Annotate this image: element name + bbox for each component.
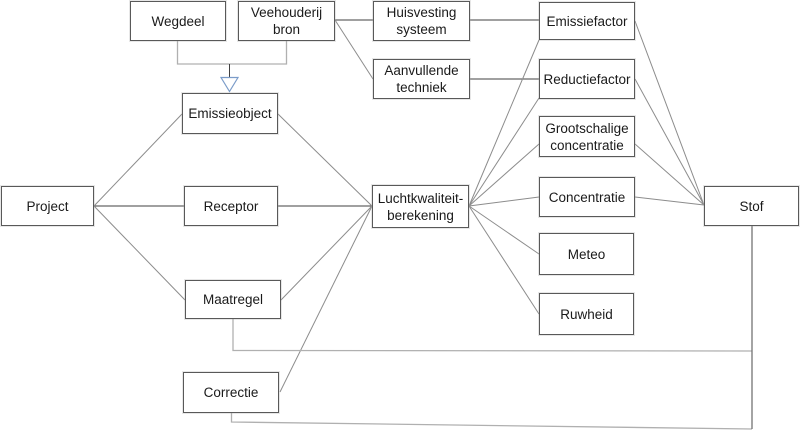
node-emissieobject: Emissieobject [182,93,278,134]
node-project: Project [1,186,94,226]
node-stof: Stof [704,186,799,226]
node-reductiefactor-label: Reductiefactor [543,71,631,87]
edge-emissiefactor-stof [634,20,705,206]
edge-luchtkwaliteit-ruwheid [468,205,540,315]
node-aanvullende-techniek-label: Aanvullende techniek [384,63,459,95]
node-grootschalige-concentratie: Grootschalige concentratie [539,116,635,157]
node-project-label: Project [26,198,69,214]
node-grootschalige-concentratie-label: Grootschalige concentratie [545,120,629,153]
edge-maatregel-stof-connector [232,319,753,352]
edge-luchtkwaliteit-emissiefactor [468,39,540,207]
node-wegdeel-label: Wegdeel [151,13,205,29]
node-ruwheid: Ruwheid [539,293,634,335]
edge-veehouderij-aanvullende [334,19,374,80]
node-meteo-label: Meteo [567,246,606,262]
node-receptor: Receptor [184,186,278,226]
edge-reductiefactor-stof [634,78,705,206]
node-emissiefactor-label: Emissiefactor [546,13,628,29]
edge-project-maatregel [93,205,186,301]
edge-correctie-luchtkwaliteit [279,205,373,393]
edge-wegdeel-veehouderij-bracket [176,41,288,65]
node-emissieobject-label: Emissieobject [188,106,272,121]
node-correctie: Correctie [183,372,279,413]
edge-luchtkwaliteit-grootschalige [468,143,540,207]
edge-grootschalige-stof [634,143,705,206]
edge-project-emissieobject [93,113,183,207]
generalization-triangle-icon [219,76,240,93]
node-ruwheid-label: Ruwheid [560,306,613,322]
node-meteo: Meteo [539,233,634,275]
edge-luchtkwaliteit-reductiefactor [468,97,540,207]
node-maatregel-label: Maatregel [202,292,264,307]
node-receptor-label: Receptor [203,198,259,214]
edge-maatregel-luchtkwaliteit [280,205,373,301]
node-wegdeel: Wegdeel [130,1,226,41]
node-emissiefactor: Emissiefactor [539,2,635,40]
node-huisvesting-systeem-label: Huisvesting systeem [386,5,457,37]
node-correctie-label: Correctie [203,385,259,400]
edge-emissieobject-luchtkwaliteit [277,113,373,207]
node-luchtkwaliteitberekening-label: Luchtkwaliteit- berekening [377,190,464,223]
node-veehouderij-bron: Veehouderij bron [238,1,335,41]
edge-concentratie-stof [634,196,705,206]
node-stof-label: Stof [739,198,764,214]
node-maatregel: Maatregel [185,280,281,319]
node-veehouderij-bron-label: Veehouderij bron [250,5,323,37]
node-concentratie-label: Concentratie [548,189,626,205]
node-huisvesting-systeem: Huisvesting systeem [373,1,470,41]
node-aanvullende-techniek: Aanvullende techniek [373,59,470,99]
node-concentratie: Concentratie [539,177,635,217]
node-reductiefactor: Reductiefactor [539,59,635,99]
node-luchtkwaliteitberekening: Luchtkwaliteit- berekening [372,185,469,228]
edge-luchtkwaliteit-meteo [468,205,540,255]
edge-correctie-stof-connector [230,413,753,430]
edge-luchtkwaliteit-concentratie [468,196,540,207]
